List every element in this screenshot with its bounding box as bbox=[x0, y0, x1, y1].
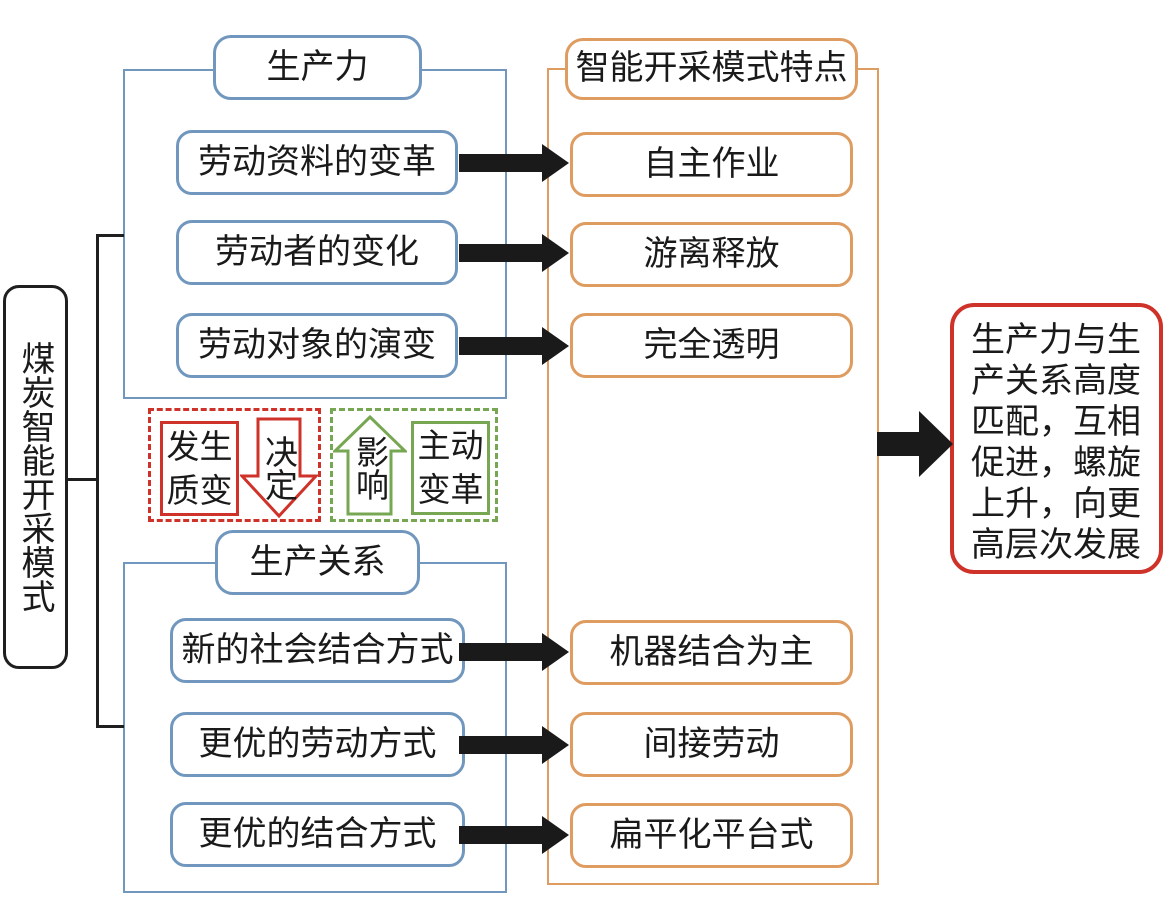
right-arrow-icon bbox=[459, 327, 569, 365]
feature-item: 扁平化平台式 bbox=[570, 803, 853, 868]
bracket-vertical-line bbox=[96, 234, 99, 728]
right-arrow-icon bbox=[459, 234, 569, 272]
determine-arrow-icon bbox=[240, 417, 318, 518]
relations-title: 生产关系 bbox=[215, 530, 420, 595]
bracket-root-arm bbox=[67, 478, 98, 481]
outcome-box: 生产力与生产关系高度匹配，互相促进，螺旋上升，向更高层次发展 bbox=[950, 303, 1163, 574]
feature-item: 游离释放 bbox=[570, 222, 853, 287]
productivity-item: 劳动资料的变革 bbox=[176, 130, 458, 195]
big-right-arrow-icon bbox=[877, 411, 953, 477]
relations-item: 更优的结合方式 bbox=[170, 802, 465, 867]
feature-item: 完全透明 bbox=[570, 313, 853, 378]
qualitative-change-box: 发生质变 bbox=[160, 421, 239, 516]
feature-item: 自主作业 bbox=[570, 132, 853, 197]
determine-group bbox=[148, 408, 321, 522]
right-arrow-icon bbox=[459, 633, 569, 671]
right-arrow-icon bbox=[459, 726, 569, 764]
influence-arrow-icon bbox=[333, 415, 407, 516]
influence-label: 影响 bbox=[350, 434, 390, 501]
right-arrow-icon bbox=[459, 144, 569, 182]
productivity-item: 劳动对象的演变 bbox=[176, 313, 458, 378]
influence-group bbox=[330, 408, 498, 522]
feature-item: 间接劳动 bbox=[570, 712, 853, 777]
feature-item: 机器结合为主 bbox=[570, 620, 853, 685]
bracket-top-arm bbox=[96, 234, 124, 237]
right-arrow-icon bbox=[459, 816, 569, 854]
active-reform-box: 主动变革 bbox=[411, 421, 490, 515]
productivity-item: 劳动者的变化 bbox=[176, 220, 458, 285]
determine-label: 决定 bbox=[259, 434, 299, 501]
relations-item: 新的社会结合方式 bbox=[170, 618, 465, 683]
features-title: 智能开采模式特点 bbox=[565, 38, 858, 100]
bracket-bottom-arm bbox=[96, 725, 124, 728]
relations-item: 更优的劳动方式 bbox=[170, 712, 465, 777]
productivity-title: 生产力 bbox=[213, 35, 422, 100]
root-node: 煤炭智能开采模式 bbox=[3, 285, 68, 669]
